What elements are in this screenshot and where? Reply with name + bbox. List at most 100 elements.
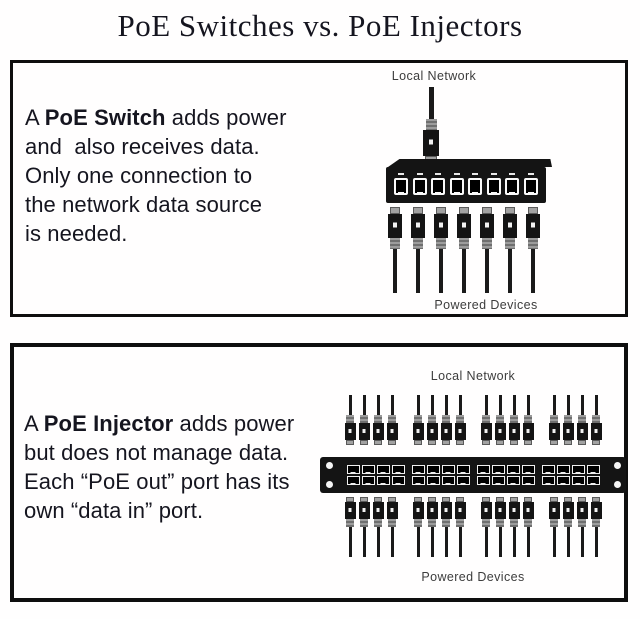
ethernet-connector (508, 497, 520, 557)
connector-tip (436, 207, 446, 214)
rj45-port (523, 173, 538, 195)
connector-boot (428, 519, 436, 527)
connector-group (480, 497, 534, 557)
connector-boot (414, 519, 422, 527)
cable (580, 527, 584, 557)
ethernet-connector (454, 497, 466, 557)
data-in-connector-rows (314, 395, 632, 445)
connector-boot (425, 119, 437, 130)
poe-switch-device (386, 159, 552, 203)
cable (484, 395, 488, 415)
connector-boot (524, 415, 532, 423)
rj45-port (411, 465, 425, 474)
connector-tip (482, 440, 490, 445)
connector-plug (480, 502, 492, 519)
connector-tip (496, 440, 504, 445)
ethernet-connector (576, 497, 588, 557)
connector-group (412, 395, 466, 445)
connector-tip (388, 440, 396, 445)
connector-group (344, 395, 398, 445)
cable (390, 527, 394, 557)
panel-port-groups (334, 465, 612, 485)
connector-boot (510, 519, 518, 527)
device-connector-row (388, 207, 540, 293)
connector-plug (454, 423, 466, 440)
cable (566, 395, 570, 415)
rj45-port (346, 476, 360, 485)
cable (552, 395, 556, 415)
connector-boot (413, 238, 423, 249)
rj45-port (394, 173, 409, 195)
connector-plug (440, 502, 452, 519)
connector-tip (482, 207, 492, 214)
ethernet-connector (522, 497, 534, 557)
rj45-port (391, 465, 405, 474)
connector-boot (592, 415, 600, 423)
switch-panel: A PoE Switch adds power and also receive… (10, 60, 628, 317)
cable (393, 249, 397, 293)
connector-plug (480, 214, 494, 238)
connector-plug (386, 502, 398, 519)
cable (362, 395, 366, 415)
rj45-port (411, 476, 425, 485)
connector-plug (494, 423, 506, 440)
cable (430, 527, 434, 557)
powered-devices-label: Powered Devices (421, 570, 525, 584)
cable (416, 395, 420, 415)
ethernet-connector (480, 207, 494, 293)
rj45-port (521, 465, 535, 474)
connector-boot (456, 415, 464, 423)
cable (458, 395, 462, 415)
cable (416, 527, 420, 557)
ethernet-connector (576, 395, 588, 445)
ethernet-connector (548, 395, 560, 445)
ethernet-connector (548, 497, 560, 557)
rj45-port (586, 476, 600, 485)
connector-plug (386, 423, 398, 440)
connector-plug (548, 423, 560, 440)
connector-boot (578, 415, 586, 423)
port-group (541, 465, 600, 485)
connector-plug (590, 423, 602, 440)
cable (531, 249, 535, 293)
connector-plug (426, 502, 438, 519)
switch-port-row (386, 167, 546, 203)
connector-plug (344, 423, 356, 440)
connector-plug (440, 423, 452, 440)
connector-boot (482, 238, 492, 249)
ethernet-connector (503, 207, 517, 293)
connector-group (480, 395, 534, 445)
connector-plug (457, 214, 471, 238)
cable (526, 395, 530, 415)
connector-plug (576, 502, 588, 519)
local-network-label: Local Network (391, 69, 477, 83)
connector-group (548, 497, 602, 557)
cable (376, 395, 380, 415)
connector-boot (459, 238, 469, 249)
description-term: PoE Switch (44, 105, 166, 130)
connector-boot (346, 415, 354, 423)
connector-boot (436, 238, 446, 249)
connector-tip (374, 440, 382, 445)
connector-plug (508, 423, 520, 440)
ethernet-connector (494, 395, 506, 445)
connector-plug (562, 423, 574, 440)
rj45-port (361, 476, 375, 485)
rj45-port (412, 173, 427, 195)
connector-group (548, 395, 602, 445)
switch-description: A PoE Switch adds power and also receive… (25, 103, 330, 248)
description-term: PoE Injector (43, 411, 174, 436)
connector-boot (510, 415, 518, 423)
cable (580, 395, 584, 415)
cable (508, 249, 512, 293)
rj45-port (426, 476, 440, 485)
rj45-port (391, 476, 405, 485)
connector-boot (482, 415, 490, 423)
cable (484, 527, 488, 557)
ethernet-connector (426, 497, 438, 557)
uplink-ethernet-connector (423, 87, 439, 163)
cable (594, 395, 598, 415)
screw-hole (613, 481, 621, 488)
port-group (476, 465, 535, 485)
cable (362, 527, 366, 557)
